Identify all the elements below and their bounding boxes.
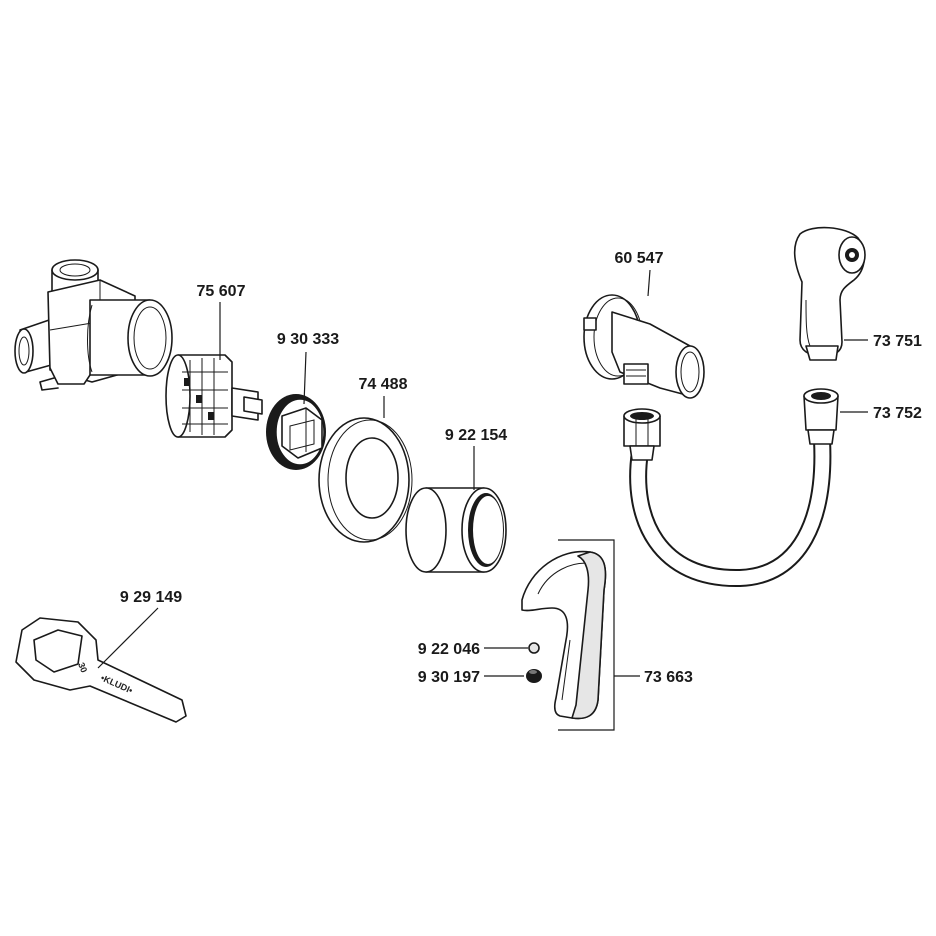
- cartridge: [165, 354, 263, 438]
- hose-cone: [803, 388, 839, 445]
- shower-hose: [629, 439, 832, 588]
- label-929149: 9 29 149: [120, 589, 182, 606]
- label-60547: 60 547: [615, 250, 664, 267]
- sleeve: [405, 487, 507, 573]
- lever-handle: [521, 550, 607, 720]
- rosette: [318, 417, 413, 543]
- label-930333: 9 30 333: [277, 331, 339, 348]
- label-75607: 75 607: [197, 283, 246, 300]
- wall-elbow: [583, 294, 705, 399]
- label-73751: 73 751: [873, 333, 922, 350]
- label-73663: 73 663: [644, 669, 693, 686]
- label-922154: 9 22 154: [445, 427, 507, 444]
- label-922046: 9 22 046: [418, 641, 480, 658]
- tool-size-marking: 30: [76, 661, 89, 674]
- valve-body: [14, 259, 173, 391]
- leader-lines: [97, 269, 868, 731]
- label-930197: 9 30 197: [418, 669, 480, 686]
- label-74488: 74 488: [359, 376, 408, 393]
- retaining-nut: [266, 394, 326, 470]
- hand-shower: [793, 226, 866, 361]
- hose-nut-left: [623, 408, 661, 461]
- label-73752: 73 752: [873, 405, 922, 422]
- set-screw: [528, 642, 540, 654]
- spanner-tool: 30 •KLUDI•: [15, 617, 187, 723]
- cover-cap: [526, 669, 542, 683]
